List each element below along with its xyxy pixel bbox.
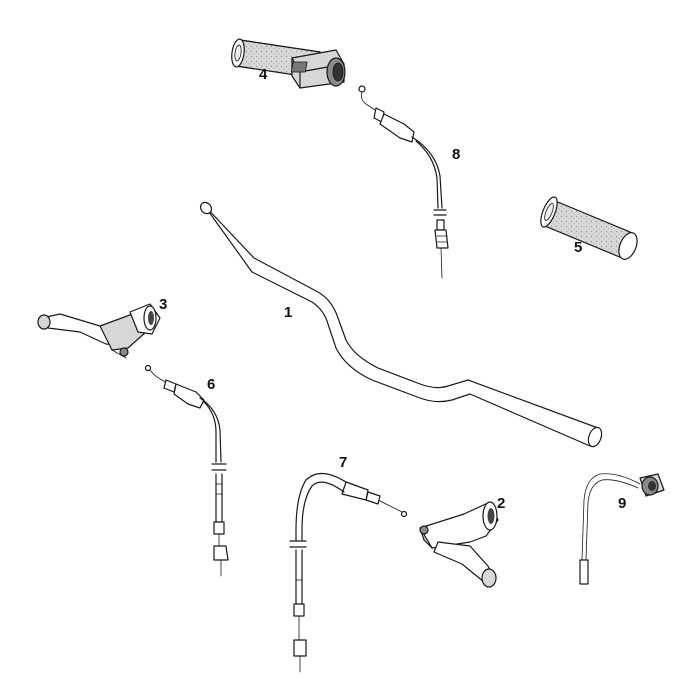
callout-1: 1: [284, 304, 293, 321]
callout-2: 2: [497, 495, 506, 512]
choke-cable-drawing: [579, 473, 665, 585]
brake-lever-drawing: [419, 501, 499, 588]
throttle-grip-drawing: [231, 38, 346, 89]
callout-6: 6: [207, 376, 216, 393]
brake-cable-drawing: [289, 472, 408, 673]
handlebar-drawing: [199, 201, 603, 448]
callout-3: 3: [159, 296, 168, 313]
callout-9: 9: [618, 495, 627, 512]
callout-4: 4: [259, 66, 268, 83]
callout-8: 8: [452, 146, 461, 163]
throttle-cable-drawing: [358, 85, 449, 279]
left-grip-drawing: [540, 196, 638, 260]
callout-5: 5: [574, 239, 583, 256]
clutch-cable-drawing: [144, 364, 229, 577]
callout-7: 7: [339, 454, 348, 471]
clutch-lever-drawing: [37, 303, 161, 359]
